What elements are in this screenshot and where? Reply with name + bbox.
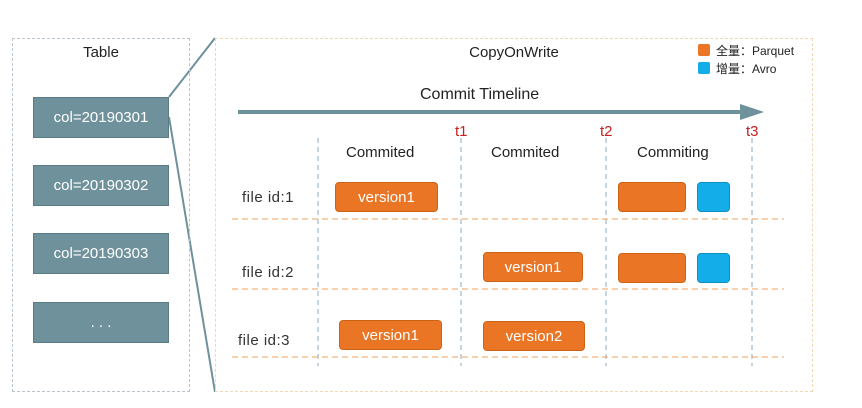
t3-label: t3 — [746, 123, 759, 140]
file-label-2: file id:2 — [242, 264, 295, 281]
partition-20190302: col=20190302 — [33, 165, 169, 206]
file-label-3: file id:3 — [238, 332, 291, 349]
timeline-arrow-head — [740, 104, 764, 120]
column-header-2: Commited — [491, 144, 560, 161]
legend-full-label: 全量：Parquet — [716, 44, 795, 58]
file-label-1: file id:1 — [242, 189, 295, 206]
file2-avro-block — [697, 253, 730, 283]
connector-top — [168, 37, 216, 98]
timeline-title: Commit Timeline — [420, 86, 540, 103]
table-panel — [12, 38, 190, 392]
legend-full-swatch — [698, 44, 710, 56]
file1-avro-block — [697, 182, 730, 212]
partition-20190303: col=20190303 — [33, 233, 169, 274]
column-header-1: Commited — [346, 144, 415, 161]
partition-20190301: col=20190301 — [33, 97, 169, 138]
file3-version2-block: version2 — [483, 321, 585, 351]
partition-more: . . . — [33, 302, 169, 343]
column-header-3: Commiting — [637, 144, 709, 161]
table-title: Table — [83, 44, 119, 61]
file2-parquet-block — [618, 253, 686, 283]
t2-label: t2 — [600, 123, 613, 140]
file3-version1-block: version1 — [339, 320, 442, 350]
legend-incremental-label: 增量：Avro — [716, 62, 777, 76]
legend-incremental-swatch — [698, 62, 710, 74]
copyonwrite-panel — [215, 38, 813, 392]
file1-parquet-block — [618, 182, 686, 212]
file1-version1-block: version1 — [335, 182, 438, 212]
t1-label: t1 — [455, 123, 468, 140]
copyonwrite-title: CopyOnWrite — [469, 44, 559, 61]
file2-version1-block: version1 — [483, 252, 583, 282]
connector-bottom — [168, 116, 216, 393]
